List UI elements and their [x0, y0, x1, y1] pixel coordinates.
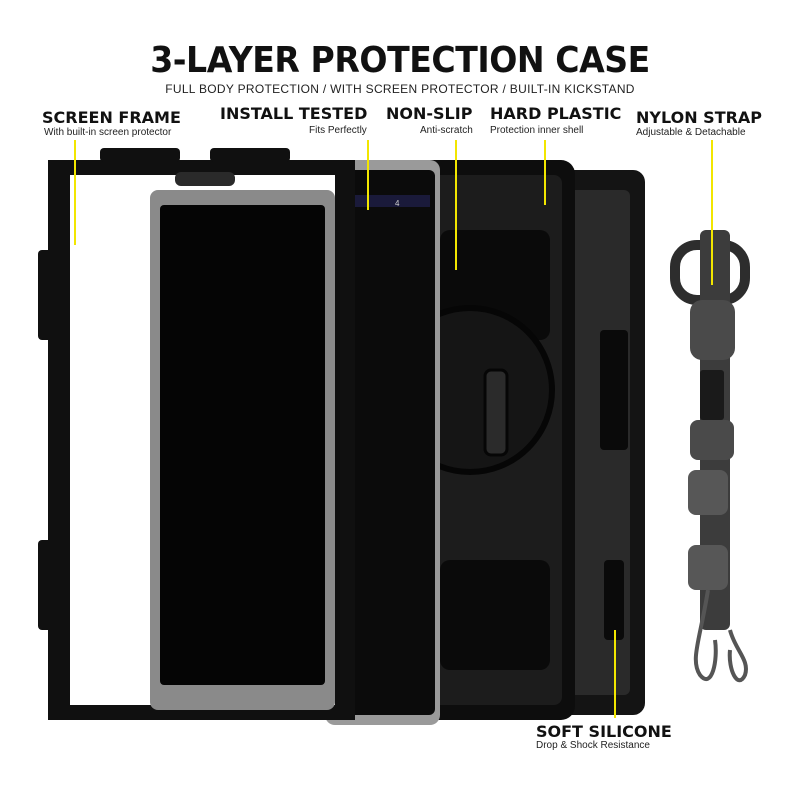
sublabel-screen-frame: With built-in screen protector: [44, 127, 172, 138]
label-non-slip: NON-SLIP: [386, 104, 473, 123]
sublabel-nylon-strap: Adjustable & Detachable: [636, 127, 746, 138]
page-subtitle: FULL BODY PROTECTION / WITH SCREEN PROTE…: [165, 82, 635, 96]
label-screen-frame: SCREEN FRAME: [42, 108, 181, 127]
label-soft-silicone: SOFT SILICONE: [536, 722, 672, 741]
sublabel-hard-plastic: Protection inner shell: [490, 125, 584, 136]
hard-plastic-shell: [385, 160, 575, 720]
screen-frame: [38, 148, 355, 720]
page-title: 3-LAYER PROTECTION CASE: [150, 40, 650, 81]
tablet-status-bar: 4: [395, 199, 400, 208]
label-install-tested: INSTALL TESTED: [220, 104, 368, 123]
label-nylon-strap: NYLON STRAP: [636, 108, 763, 127]
sublabel-install-tested: Fits Perfectly: [309, 125, 367, 136]
nylon-strap: [670, 230, 750, 683]
sublabel-non-slip: Anti-scratch: [420, 125, 473, 136]
callout-pointers: [74, 140, 713, 718]
label-hard-plastic: HARD PLASTIC: [490, 104, 622, 123]
sublabel-soft-silicone: Drop & Shock Resistance: [536, 740, 650, 751]
